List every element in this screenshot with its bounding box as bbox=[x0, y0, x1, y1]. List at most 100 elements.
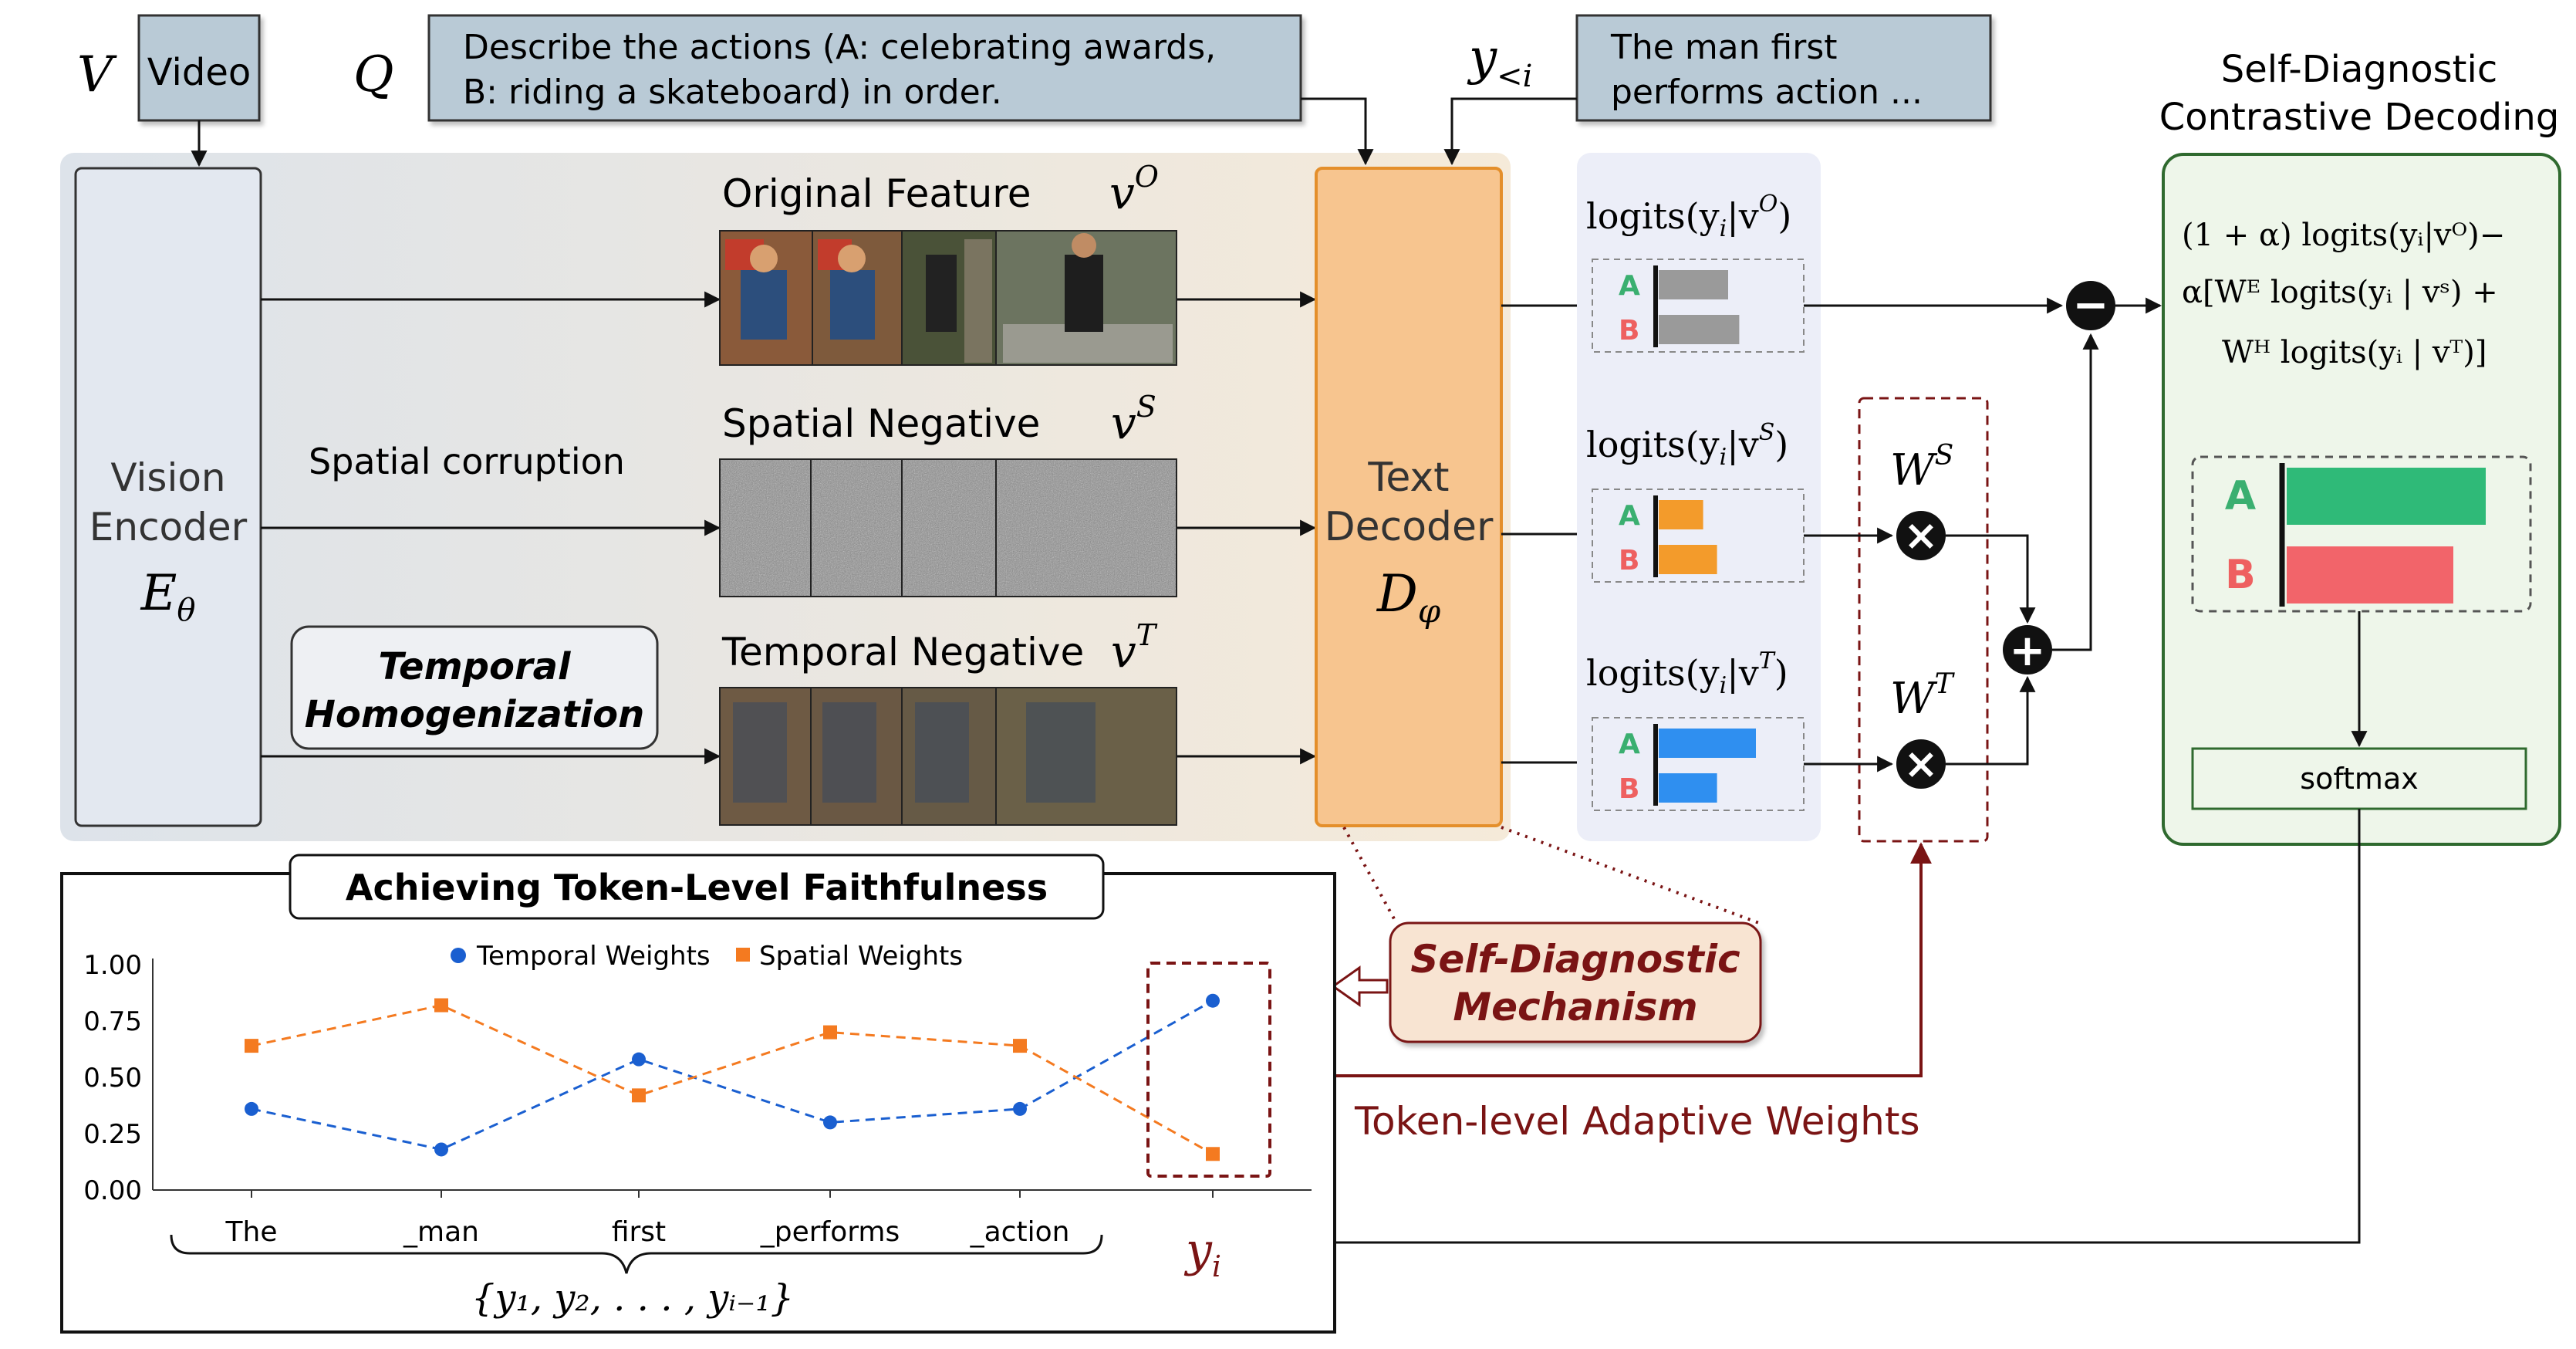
original-feature-symbol: vO bbox=[1109, 160, 1159, 219]
scd-title-line-2: Contrastive Decoding bbox=[2159, 96, 2560, 139]
multiply-node-spatial bbox=[1896, 511, 1946, 560]
logits-temporal-box bbox=[1592, 717, 1805, 811]
chart-point-spatial bbox=[434, 998, 448, 1013]
adaptive-weights-label: Token-level Adaptive Weights bbox=[1354, 1099, 1920, 1144]
logits-temporal-bar-b bbox=[1659, 773, 1717, 803]
faithfulness-panel bbox=[60, 872, 1336, 1334]
temporal-homogenization-line-2: Homogenization bbox=[305, 693, 645, 736]
logits-spatial-a-label: A bbox=[1619, 500, 1640, 532]
logits-original-b-label: B bbox=[1619, 315, 1639, 347]
vision-encoder-box bbox=[74, 167, 262, 827]
scd-formula-line-1: (1 + α) logits(yᵢ|vᴼ)− bbox=[2182, 218, 2505, 253]
chart-point-spatial bbox=[823, 1025, 837, 1040]
legend-marker-temporal bbox=[451, 948, 466, 963]
query-to-decoder-arrow bbox=[1301, 97, 1374, 166]
softmax-to-token-arrow bbox=[1277, 809, 2361, 1251]
chart-point-temporal bbox=[632, 1052, 646, 1067]
mechanism-line-1: Self-Diagnostic bbox=[1410, 937, 1740, 982]
legend-label-spatial: Spatial Weights bbox=[759, 941, 963, 972]
prefix-tokens-brace bbox=[170, 1234, 1103, 1274]
temporal-homogenization-line-1: Temporal bbox=[379, 645, 572, 688]
logits-temporal-b-label: B bbox=[1619, 773, 1639, 805]
multiply-glyph-temporal: × bbox=[1903, 739, 1938, 788]
original-frames bbox=[719, 230, 1177, 366]
plus-glyph: + bbox=[2010, 626, 2046, 676]
adaptive-weights-line bbox=[1271, 842, 1932, 1077]
vision-encoder-line-1: Vision bbox=[110, 455, 225, 500]
softmax-label: softmax bbox=[2300, 762, 2418, 796]
faithfulness-title: Achieving Token-Level Faithfulness bbox=[346, 867, 1048, 908]
chart-x-tick-label: The bbox=[225, 1216, 278, 1248]
chart-point-spatial bbox=[632, 1088, 646, 1103]
multiply-temporal-to-plus-line bbox=[1946, 675, 2036, 766]
chart-point-spatial bbox=[1206, 1147, 1220, 1161]
minus-glyph: − bbox=[2073, 280, 2109, 330]
decoder-to-mechanism-dotted-right bbox=[1501, 826, 1760, 925]
logits-temporal-bar-a bbox=[1659, 729, 1756, 758]
scd-title-line-1: Self-Diagnostic bbox=[2221, 48, 2497, 91]
vision-encoder-line-2: Encoder bbox=[89, 505, 248, 549]
chart-point-temporal bbox=[823, 1115, 837, 1130]
chart-point-temporal bbox=[434, 1142, 448, 1157]
wt-symbol: WT bbox=[1890, 668, 1956, 724]
chart-series-line-temporal bbox=[251, 999, 1214, 1151]
temporal-negative-frames bbox=[719, 687, 1177, 826]
logits-panel bbox=[1577, 153, 1821, 841]
logits-temporal-a-label: A bbox=[1619, 729, 1640, 760]
query-symbol: Q bbox=[353, 46, 393, 103]
scd-result-box bbox=[2191, 455, 2532, 613]
plus-to-minus-line bbox=[2052, 333, 2099, 651]
chart-series-line-spatial bbox=[251, 1004, 1214, 1155]
faithfulness-title-box bbox=[289, 854, 1105, 920]
decoder-to-mechanism-dotted-left bbox=[1342, 827, 1398, 924]
scd-result-bar-a bbox=[2287, 468, 2486, 525]
vision-encoder-symbol: Eθ bbox=[140, 565, 196, 628]
video-input-label: Video bbox=[147, 51, 251, 94]
chart-y-tick-label: 0.75 bbox=[83, 1006, 142, 1037]
chart-y-tick-label: 0.00 bbox=[83, 1175, 142, 1206]
weights-dashed-region bbox=[1858, 397, 1989, 843]
logits-original-a-label: A bbox=[1619, 270, 1640, 302]
prefix-symbol: y<i bbox=[1467, 29, 1532, 94]
logits-original-bar-a bbox=[1659, 270, 1728, 299]
logits-spatial-box bbox=[1592, 489, 1805, 583]
spatial-corruption-label: Spatial corruption bbox=[309, 441, 625, 482]
text-decoder-line-2: Decoder bbox=[1325, 504, 1494, 550]
logits-original-bar-b bbox=[1659, 315, 1740, 344]
scd-result-a-label: A bbox=[2225, 473, 2256, 519]
multiply-node-temporal bbox=[1896, 739, 1946, 789]
video-input-box bbox=[137, 14, 261, 122]
scd-formula-line-3: Wᴴ logits(yᵢ | vᵀ)] bbox=[2222, 335, 2487, 370]
scd-result-b-label: B bbox=[2225, 552, 2256, 598]
prefix-to-decoder-arrow bbox=[1443, 97, 1577, 166]
chart-point-temporal bbox=[1206, 993, 1220, 1008]
spatial-negative-title: Spatial Negative bbox=[722, 401, 1040, 446]
minus-node bbox=[2066, 281, 2115, 330]
scd-formula-line-2: α[Wᴱ logits(yᵢ | vˢ) + bbox=[2182, 275, 2498, 310]
legend-marker-spatial bbox=[736, 948, 750, 962]
current-token-dashed-box bbox=[1146, 962, 1271, 1178]
query-box bbox=[427, 14, 1302, 122]
chart-point-temporal bbox=[245, 1101, 258, 1116]
chart-point-spatial bbox=[1013, 1039, 1027, 1053]
temporal-homogenization-box bbox=[290, 625, 659, 750]
legend-label-temporal: Temporal Weights bbox=[476, 941, 711, 972]
chart-x-tick-label: _action bbox=[970, 1216, 1070, 1248]
ws-symbol: WS bbox=[1890, 440, 1953, 495]
chart-point-temporal bbox=[1013, 1101, 1027, 1116]
self-diagnostic-mechanism-box bbox=[1389, 921, 1762, 1043]
query-line-2: B: riding a skateboard) in order. bbox=[463, 73, 1002, 112]
scd-result-bar-b bbox=[2287, 546, 2453, 604]
chart-y-tick-label: 0.50 bbox=[83, 1063, 142, 1094]
original-feature-title: Original Feature bbox=[722, 171, 1031, 216]
query-line-1: Describe the actions (A: celebrating awa… bbox=[463, 28, 1216, 67]
multiply-spatial-to-plus-line bbox=[1946, 534, 2036, 624]
prefix-sub: <i bbox=[1497, 59, 1532, 94]
logits-spatial-bar-a bbox=[1659, 500, 1703, 529]
logits-temporal-label: logits(yi|vT) bbox=[1586, 647, 1788, 699]
prefix-box bbox=[1575, 14, 1992, 122]
chart-point-spatial bbox=[245, 1039, 258, 1053]
logits-spatial-b-label: B bbox=[1619, 545, 1639, 576]
logits-spatial-label: logits(yi|vS) bbox=[1586, 419, 1788, 471]
